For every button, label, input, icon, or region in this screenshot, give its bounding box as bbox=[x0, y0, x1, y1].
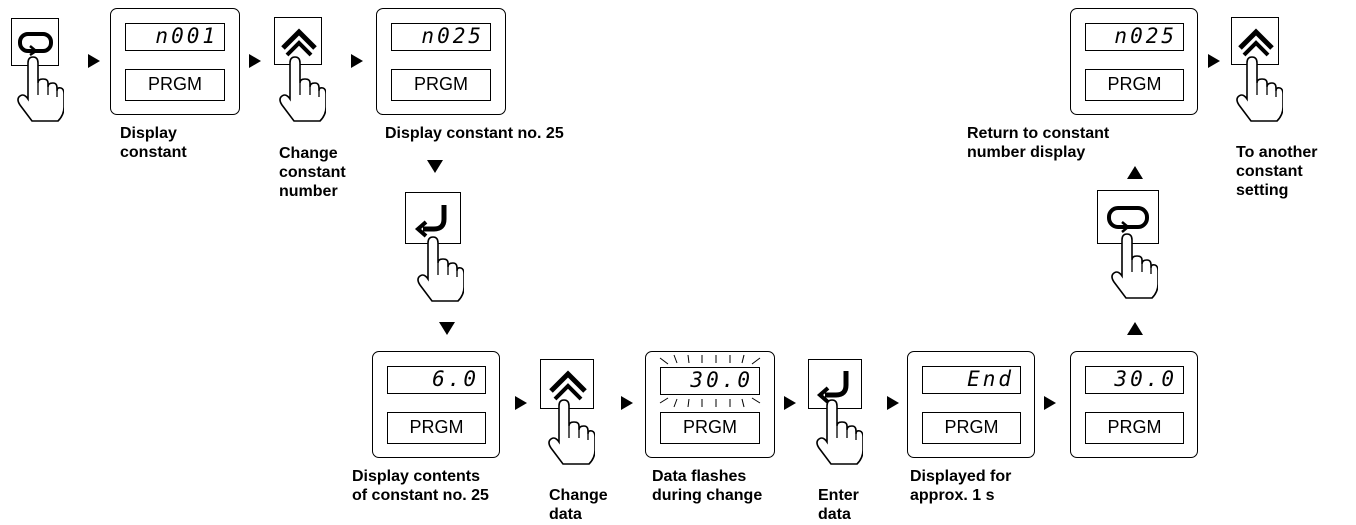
flow-arrow bbox=[249, 54, 261, 68]
display-icon bbox=[1107, 206, 1149, 233]
flow-arrow bbox=[88, 54, 100, 68]
operator-panel-7: n025 PRGM bbox=[1070, 8, 1198, 115]
hand-pointer-icon bbox=[1111, 233, 1158, 299]
up-icon bbox=[549, 370, 587, 401]
led-display: 30.0 bbox=[660, 367, 760, 395]
flow-arrow bbox=[784, 396, 796, 410]
label-return-to-constant: Return to constant number display bbox=[967, 125, 1110, 161]
enter-icon bbox=[414, 205, 447, 238]
led-display: End bbox=[922, 366, 1021, 394]
flash-rays-icon bbox=[659, 354, 761, 408]
label-display-contents: Display contents of constant no. 25 bbox=[352, 468, 489, 504]
enter-key[interactable] bbox=[808, 359, 862, 409]
prgm-indicator: PRGM bbox=[391, 69, 491, 101]
label-data-flashes: Data flashes during change bbox=[652, 468, 763, 504]
flow-arrow bbox=[1127, 166, 1143, 179]
led-display: 6.0 bbox=[387, 366, 486, 394]
label-change-data: Change data bbox=[549, 487, 608, 523]
enter-key[interactable] bbox=[405, 192, 461, 244]
hand-pointer-icon bbox=[548, 399, 595, 465]
flow-arrow bbox=[515, 396, 527, 410]
flow-arrow bbox=[1044, 396, 1056, 410]
prgm-indicator: PRGM bbox=[387, 412, 486, 444]
led-display: 30.0 bbox=[1085, 366, 1184, 394]
label-display-constant-no-25: Display constant no. 25 bbox=[385, 125, 564, 142]
operator-panel-1: n001 PRGM bbox=[110, 8, 240, 115]
flow-arrow bbox=[351, 54, 363, 68]
up-icon bbox=[1238, 28, 1274, 57]
label-to-another-constant: To another constant setting bbox=[1236, 144, 1318, 199]
enter-icon bbox=[816, 371, 849, 404]
prgm-indicator: PRGM bbox=[1085, 69, 1184, 101]
prgm-indicator: PRGM bbox=[660, 412, 760, 444]
label-display-constant: Display constant bbox=[120, 125, 187, 161]
up-icon bbox=[281, 28, 317, 57]
up-key[interactable] bbox=[274, 17, 322, 65]
operator-panel-2: n025 PRGM bbox=[376, 8, 506, 115]
hand-pointer-icon bbox=[417, 236, 464, 302]
led-display: n001 bbox=[125, 23, 225, 51]
prgm-indicator: PRGM bbox=[922, 412, 1021, 444]
operator-panel-5: End PRGM bbox=[907, 351, 1035, 458]
flow-arrow bbox=[887, 396, 899, 410]
hand-pointer-icon bbox=[816, 399, 863, 465]
hand-pointer-icon bbox=[279, 56, 326, 122]
led-display: n025 bbox=[391, 23, 491, 51]
flow-arrow bbox=[1208, 54, 1220, 68]
display-icon bbox=[18, 32, 53, 57]
flow-arrow bbox=[439, 322, 455, 335]
flow-arrow bbox=[1127, 322, 1143, 335]
prgm-indicator: PRGM bbox=[125, 69, 225, 101]
label-displayed-for: Displayed for approx. 1 s bbox=[910, 468, 1012, 504]
operator-panel-4: 30.0 PRGM bbox=[645, 351, 775, 458]
hand-pointer-icon bbox=[17, 56, 64, 122]
prgm-indicator: PRGM bbox=[1085, 412, 1184, 444]
label-enter-data: Enter data bbox=[818, 487, 859, 523]
hand-pointer-icon bbox=[1236, 56, 1283, 122]
operator-panel-6: 30.0 PRGM bbox=[1070, 351, 1198, 458]
flow-arrow bbox=[621, 396, 633, 410]
up-key[interactable] bbox=[1231, 17, 1279, 65]
operator-panel-3: 6.0 PRGM bbox=[372, 351, 500, 458]
led-display: n025 bbox=[1085, 23, 1184, 51]
up-key[interactable] bbox=[540, 359, 594, 409]
flow-arrow bbox=[427, 160, 443, 173]
label-change-constant-number: Change constant number bbox=[279, 145, 346, 200]
